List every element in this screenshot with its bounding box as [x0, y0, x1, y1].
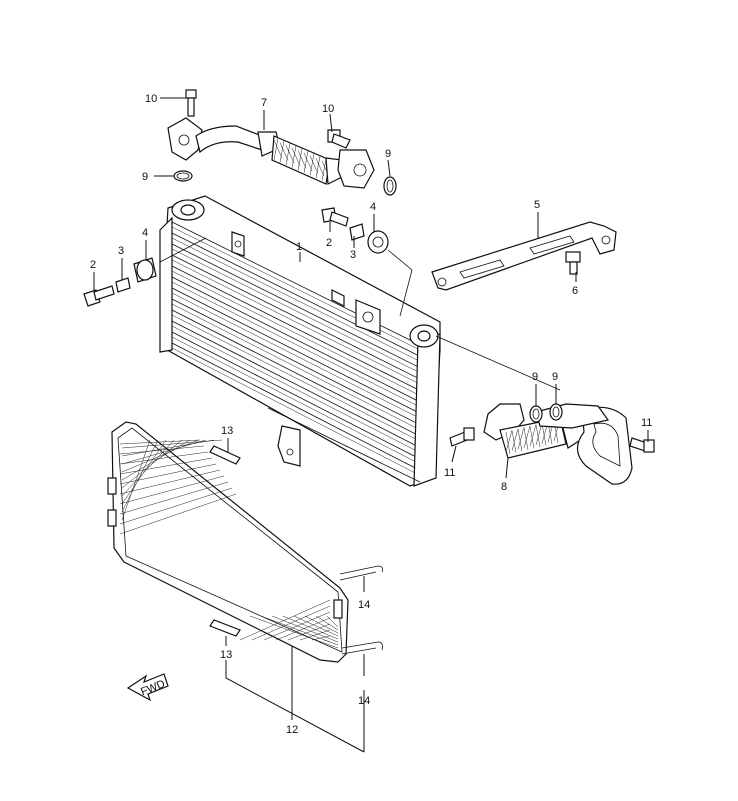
callout-9-right: 9: [385, 148, 391, 160]
upper-hose-braid: [273, 137, 331, 181]
callout-8: 8: [501, 481, 507, 493]
bolt-6: [565, 251, 581, 275]
cooler-fins: [171, 221, 419, 475]
callout-2-left: 2: [90, 259, 96, 271]
callout-2-right: 2: [326, 237, 332, 249]
callout-10-left: 10: [145, 93, 157, 105]
callout-10-right: 10: [322, 103, 334, 115]
callout-7: 7: [261, 97, 267, 109]
collar-3-right: [349, 223, 365, 241]
oil-cooler-core: [159, 195, 441, 487]
callout-5: 5: [534, 199, 540, 211]
callout-4-right: 4: [370, 201, 376, 213]
callout-3-left: 3: [118, 245, 124, 257]
callout-6: 6: [572, 285, 578, 297]
callout-4-left: 4: [142, 227, 148, 239]
bolt-11-right: [629, 437, 655, 453]
cooler-guard-net: [107, 421, 383, 663]
bolt-11-left: [449, 427, 475, 447]
callout-11-right: 11: [641, 417, 652, 429]
collar-3-left: [115, 277, 131, 293]
callout-14-top: 14: [358, 599, 370, 611]
rubber-strip-bottom: [209, 619, 241, 637]
rubber-strip-top: [209, 445, 241, 465]
guard-mesh: [119, 439, 339, 649]
upper-oil-hose: [167, 117, 375, 189]
callout-9-lower-left: 9: [532, 371, 538, 383]
mount-bolt-2-left: [83, 285, 115, 307]
fwd-arrow-icon: FWD: [126, 673, 169, 702]
callout-numbers: 10 7 10 9 9 1 2 3 4 5 6 2 3 4 9 9 11 11 …: [90, 93, 652, 736]
grommet-4-right: [367, 230, 389, 254]
bracket-5: [431, 221, 617, 291]
callout-3-right: 3: [350, 249, 356, 261]
callout-9-left: 9: [142, 171, 148, 183]
mount-bolt-2-right: [321, 207, 349, 227]
bolt-10-left: [185, 89, 197, 117]
o-ring-9-lower-left: [529, 405, 543, 423]
o-ring-9-right: [383, 176, 397, 196]
callout-14-bottom: 14: [358, 695, 370, 707]
bolt-10-right: [327, 129, 351, 149]
callout-13-bottom: 13: [220, 649, 232, 661]
o-ring-9-lower-right: [549, 403, 563, 421]
callout-13-top: 13: [221, 425, 233, 437]
callout-1: 1: [296, 241, 302, 253]
callout-leaders: [93, 97, 649, 753]
callout-9-lower-right: 9: [552, 371, 558, 383]
lower-oil-hose: [483, 403, 633, 485]
grommet-4-left: [133, 257, 157, 283]
callout-12: 12: [286, 724, 298, 736]
o-ring-9-left: [173, 170, 193, 182]
callout-11-left: 11: [444, 467, 455, 479]
